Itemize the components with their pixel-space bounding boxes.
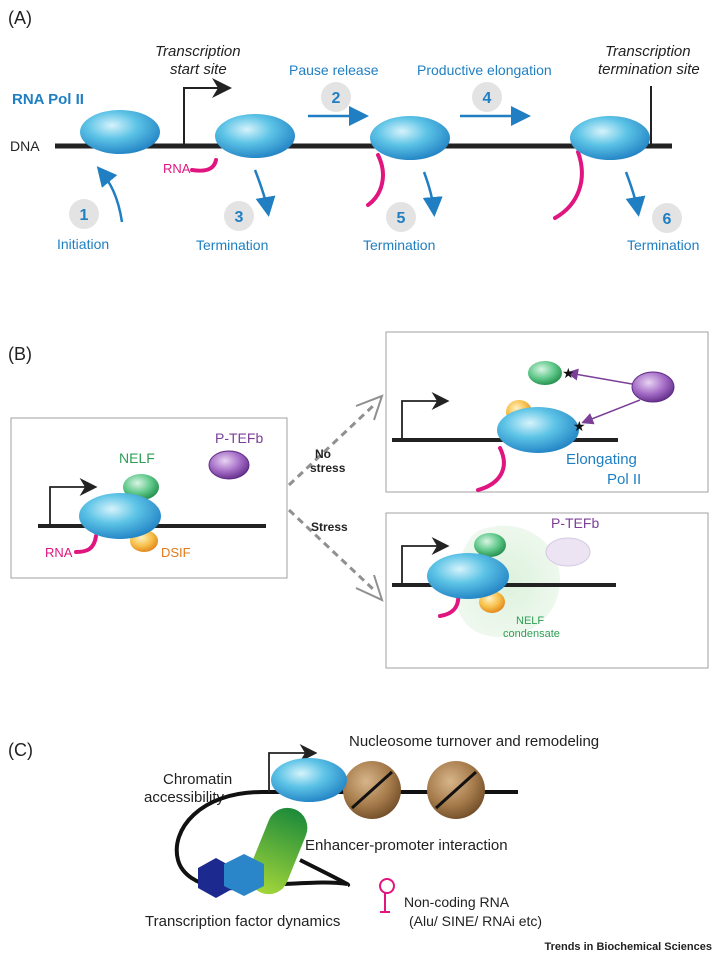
tss-arrow [183,78,232,146]
nucleosome-wrap-2 [434,770,478,810]
dna-label: DNA [10,138,40,154]
panel-a-label: (A) [8,8,32,28]
step-4-number: 4 [483,90,492,107]
pol-ii-paused [79,493,161,539]
tss-label-2: start site [170,61,227,78]
condensate-label-2: condensate [503,628,560,640]
termination-arrow-5 [422,171,443,217]
initiation-arrow [96,166,124,223]
no-stress-route [287,403,376,487]
tts-label-1: Transcription [605,43,691,60]
phospho-arrow-pol [581,399,641,425]
ptefb-inactive [545,537,591,567]
nelf-protein [123,474,159,500]
pol-ii-c [271,758,347,802]
ncrna-label-2: (Alu/ SINE/ RNAi etc) [409,913,542,929]
no-stress-arrowhead [355,394,384,421]
step-3-text: Termination [196,237,268,253]
elongating-label-2: Pol II [607,471,641,488]
termination-arrow-6 [624,171,646,217]
rna-strand-elongating [476,446,506,492]
step-6-circle [652,203,682,233]
step-5-text: Termination [363,237,435,253]
tss-arrow-b [49,478,98,526]
panel-b-label: (B) [8,344,32,364]
stress-arrowhead [355,574,384,602]
ptefb-label-stress: P-TEFb [551,515,599,531]
rna-strand-1 [190,158,218,173]
termination-arrow-3 [253,169,276,217]
step-2-circle [321,82,351,112]
ncrna-label-1: Non-coding RNA [404,894,510,910]
nucleosome-label: Nucleosome turnover and remodeling [349,733,599,750]
pol-ii-1 [80,110,160,154]
tts-label-2: termination site [598,61,700,78]
step-1-text: Initiation [57,236,109,252]
pol-ii-stalled [427,553,509,599]
step-2-number: 2 [332,90,341,107]
step-2-text: Pause release [289,62,379,78]
tss-arrow-stress [401,537,450,585]
step-6-text: Termination [627,237,699,253]
nucleosome-wrap-1 [350,770,394,810]
ptefb-active [631,371,675,403]
chromatin-label-1: Chromatin [163,771,232,788]
rna-label-a: RNA [163,161,191,176]
step-3-number: 3 [235,209,244,226]
enhancer-label: Enhancer-promoter interaction [305,837,508,854]
step-6-number: 6 [663,211,672,228]
ncrna-loop-icon [379,878,395,894]
no-stress-label-2: stress [310,461,346,475]
pol-ii-3 [370,116,450,160]
phospho-star-1: ★ [562,365,575,381]
step-3-circle [224,201,254,231]
step-1-number: 1 [80,207,89,224]
condensate-label-1: NELF [516,615,544,627]
nelf-protein-stress [474,533,506,557]
step-4-circle [472,82,502,112]
phospho-star-2: ★ [573,418,586,434]
step-4-text: Productive elongation [417,62,552,78]
rna-strand-3 [553,150,584,220]
stress-label: Stress [311,520,348,534]
journal-footer: Trends in Biochemical Sciences [544,941,712,953]
chromatin-label-2: accessibility [144,789,225,806]
tf-label: Transcription factor dynamics [145,913,340,930]
ptefb-protein [208,450,250,480]
pol-ii-elongating [497,407,579,453]
rna-strand-b [74,534,98,554]
dsif-label: DSIF [161,545,191,560]
rna-label-b: RNA [45,545,73,560]
step-5-number: 5 [397,210,406,227]
step-1-circle [69,199,99,229]
pol-ii-4 [570,116,650,160]
nelf-label: NELF [119,450,155,466]
ptefb-label: P-TEFb [215,430,263,446]
phospho-arrow-nelf [566,368,633,385]
elongating-label-1: Elongating [566,451,637,468]
tf-hexagon-2 [224,854,264,896]
pol-ii-2 [215,114,295,158]
tss-arrow-c [268,744,318,792]
tss-label-1: Transcription [155,43,241,60]
rna-strand-2 [366,153,385,207]
no-stress-label-1: No [315,447,331,461]
panel-c-label: (C) [8,740,33,760]
step-5-circle [386,202,416,232]
tss-arrow-elongating [401,392,450,440]
rna-pol-label: RNA Pol II [12,91,84,108]
nelf-released [528,361,562,385]
stress-route [287,508,376,592]
